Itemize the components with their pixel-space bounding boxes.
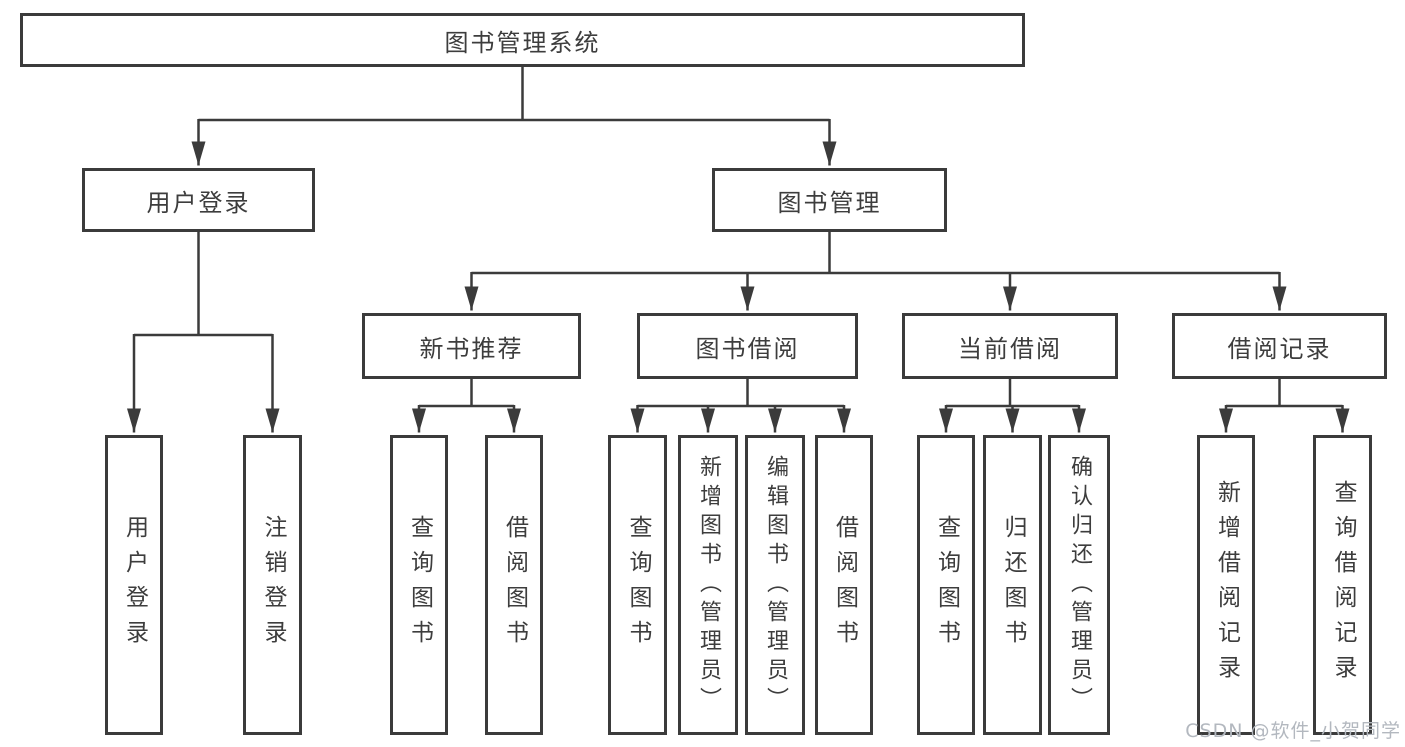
- leaf-confirm-return-admin: 确认归还（管理员）: [1048, 435, 1110, 735]
- leaf-recommend-borrow-books: 借阅图书: [485, 435, 543, 735]
- node-borrowing-records: 借阅记录: [1172, 313, 1387, 379]
- leaf-label: 用户登录: [121, 515, 148, 655]
- leaf-label: 借阅图书: [831, 515, 858, 655]
- leaf-label: 注销登录: [260, 515, 286, 655]
- node-user-login-branch: 用户登录: [82, 168, 315, 232]
- node-label: 借阅记录: [1227, 334, 1332, 363]
- leaf-label: 查询图书: [933, 515, 960, 655]
- leaf-current-query-books: 查询图书: [917, 435, 975, 735]
- leaf-label: 编辑图书（管理员）: [763, 454, 788, 716]
- leaf-label: 确认归还（管理员）: [1067, 454, 1092, 716]
- leaf-recommend-query-books: 查询图书: [390, 435, 448, 735]
- leaf-label: 新增借阅记录: [1213, 480, 1240, 690]
- node-label: 图书管理系统: [444, 28, 601, 57]
- leaf-label: 查询借阅记录: [1330, 480, 1356, 690]
- node-library-management-system: 图书管理系统: [20, 13, 1025, 67]
- leaf-user-login: 用户登录: [105, 435, 163, 735]
- leaf-label: 查询图书: [625, 515, 651, 655]
- node-book-borrowing: 图书借阅: [637, 313, 858, 379]
- node-label: 用户登录: [146, 188, 251, 217]
- node-label: 图书借阅: [695, 334, 800, 363]
- leaf-borrowing-borrow-books: 借阅图书: [815, 435, 873, 735]
- node-label: 图书管理: [777, 188, 882, 217]
- leaf-return-books: 归还图书: [983, 435, 1042, 735]
- leaf-add-borrow-record: 新增借阅记录: [1197, 435, 1255, 735]
- leaf-edit-book-admin: 编辑图书（管理员）: [745, 435, 805, 735]
- node-book-management: 图书管理: [712, 168, 947, 232]
- node-label: 当前借阅: [958, 334, 1062, 363]
- leaf-label: 查询图书: [406, 515, 433, 655]
- leaf-label: 归还图书: [1000, 515, 1026, 655]
- leaf-borrowing-query-books: 查询图书: [608, 435, 667, 735]
- csdn-watermark: CSDN @软件_小贺同学: [1185, 720, 1401, 742]
- leaf-query-borrow-record: 查询借阅记录: [1313, 435, 1372, 735]
- node-new-book-recommendation: 新书推荐: [362, 313, 581, 379]
- leaf-label: 新增图书（管理员）: [696, 454, 721, 716]
- node-label: 新书推荐: [419, 334, 524, 363]
- leaf-label: 借阅图书: [501, 515, 528, 655]
- leaf-logout: 注销登录: [243, 435, 302, 735]
- leaf-add-book-admin: 新增图书（管理员）: [678, 435, 738, 735]
- node-current-borrowing: 当前借阅: [902, 313, 1118, 379]
